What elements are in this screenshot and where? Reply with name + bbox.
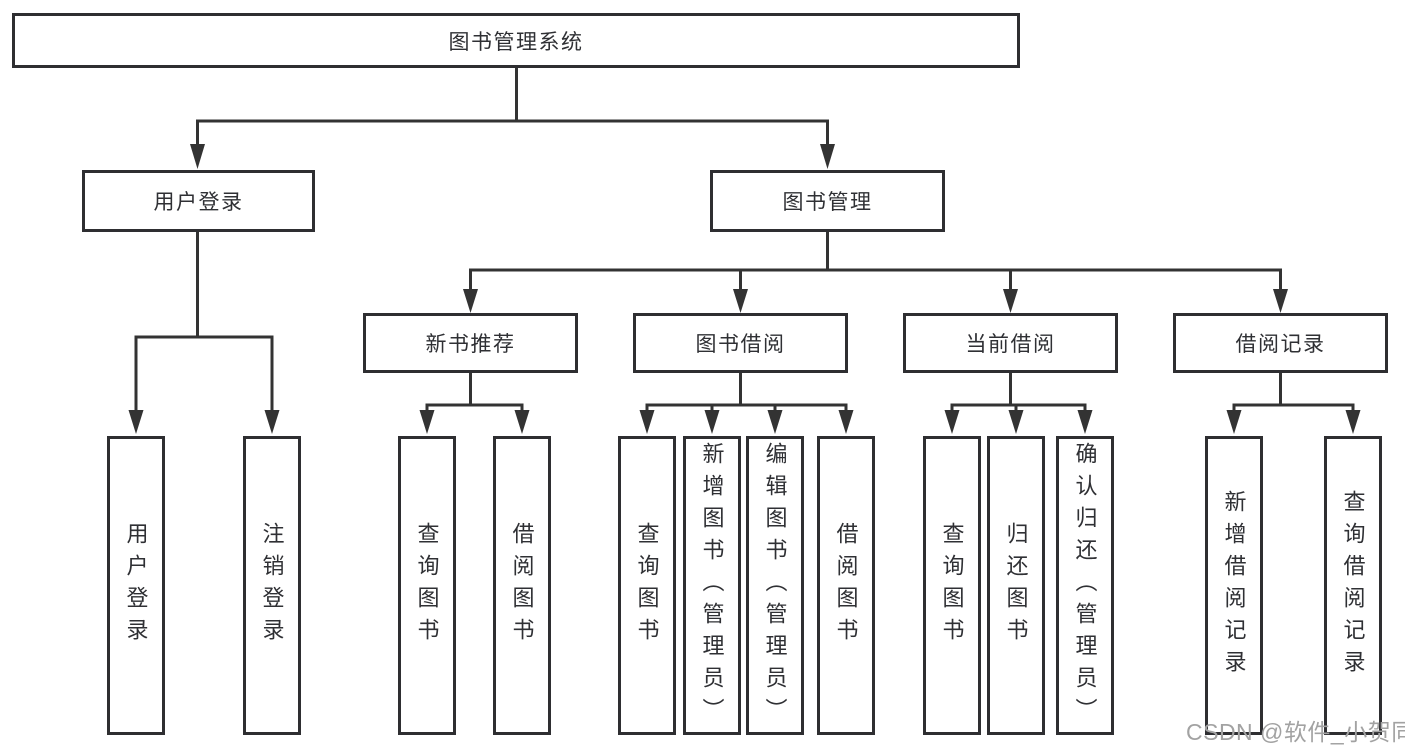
leaf-logout: 注销登录 (243, 436, 301, 735)
leaf-query-books-recommend-label: 查询图书 (414, 521, 440, 650)
leaf-add-books-admin: 新增图书（管理员） (683, 436, 741, 735)
leaf-add-borrow-record: 新增借阅记录 (1205, 436, 1263, 735)
node-new-book-recommendation: 新书推荐 (363, 313, 578, 373)
node-user-login-label: 用户登录 (153, 191, 244, 214)
node-root-label: 图书管理系统 (448, 30, 584, 54)
leaf-query-borrow-record: 查询借阅记录 (1324, 436, 1382, 735)
leaf-borrow-books-borrowing-label: 借阅图书 (833, 521, 859, 650)
leaf-query-books-borrowing: 查询图书 (618, 436, 676, 735)
leaf-borrow-books-borrowing: 借阅图书 (817, 436, 875, 735)
leaf-query-books-current: 查询图书 (923, 436, 981, 735)
leaf-borrow-books-recommend-label: 借阅图书 (509, 521, 535, 650)
leaf-query-books-borrowing-label: 查询图书 (634, 521, 660, 650)
node-current-borrowing: 当前借阅 (903, 313, 1118, 373)
leaf-user-login-label: 用户登录 (123, 521, 149, 650)
leaf-edit-books-admin-label: 编辑图书（管理员） (762, 441, 788, 730)
leaf-edit-books-admin: 编辑图书（管理员） (746, 436, 804, 735)
node-new-book-recommendation-label: 新书推荐 (425, 333, 516, 356)
node-root: 图书管理系统 (12, 13, 1020, 68)
leaf-user-login: 用户登录 (107, 436, 165, 735)
leaf-query-books-recommend: 查询图书 (398, 436, 456, 735)
leaf-logout-label: 注销登录 (259, 521, 285, 650)
leaf-confirm-return-admin: 确认归还（管理员） (1056, 436, 1114, 735)
leaf-borrow-books-recommend: 借阅图书 (493, 436, 551, 735)
leaf-add-books-admin-label: 新增图书（管理员） (699, 441, 725, 730)
node-book-management-label: 图书管理 (782, 191, 873, 214)
node-current-borrowing-label: 当前借阅 (965, 333, 1056, 356)
node-book-borrowing: 图书借阅 (633, 313, 848, 373)
leaf-return-books-label: 归还图书 (1003, 521, 1029, 650)
leaf-return-books: 归还图书 (987, 436, 1045, 735)
node-borrowing-records: 借阅记录 (1173, 313, 1388, 373)
node-user-login: 用户登录 (82, 170, 315, 232)
leaf-query-books-current-label: 查询图书 (939, 521, 965, 650)
node-book-borrowing-label: 图书借阅 (695, 333, 786, 356)
csdn-watermark: CSDN @软件_小贺同学 (1186, 719, 1405, 745)
leaf-add-borrow-record-label: 新增借阅记录 (1221, 489, 1247, 682)
node-book-management: 图书管理 (710, 170, 945, 232)
leaf-query-borrow-record-label: 查询借阅记录 (1340, 489, 1366, 682)
node-borrowing-records-label: 借阅记录 (1235, 333, 1326, 356)
arrowheads (128, 144, 1361, 434)
leaf-confirm-return-admin-label: 确认归还（管理员） (1072, 441, 1098, 730)
